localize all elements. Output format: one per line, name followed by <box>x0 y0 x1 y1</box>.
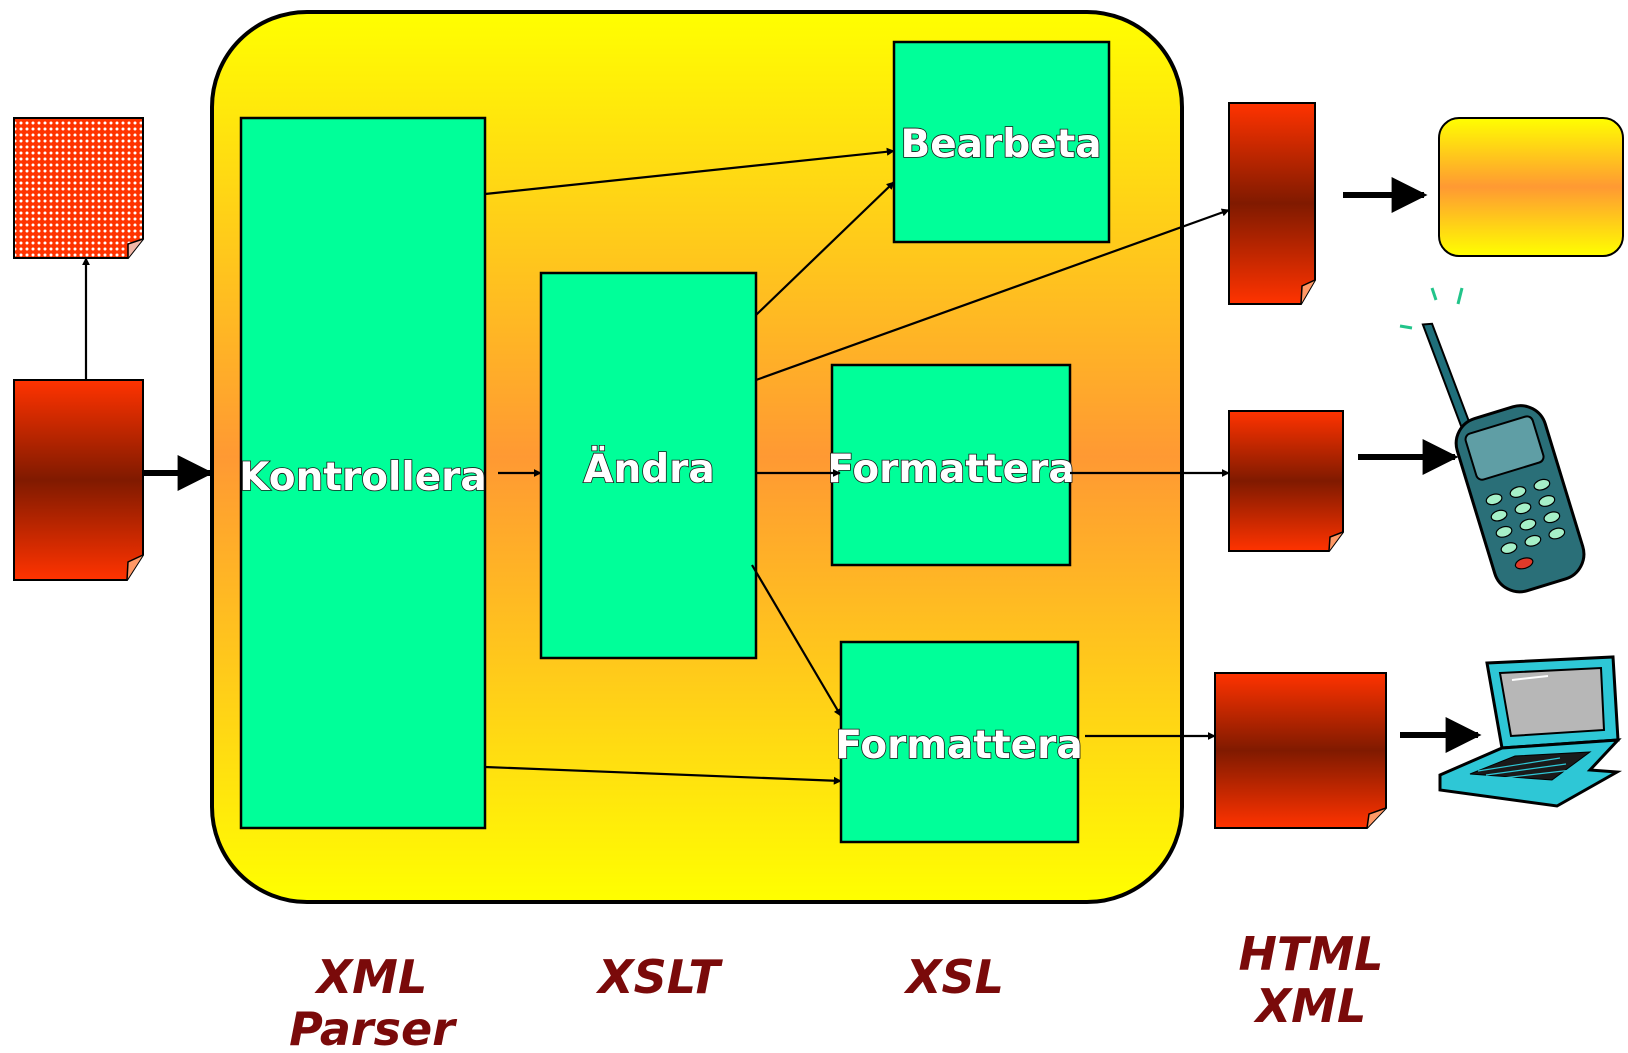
formattera-box-1: Formattera <box>827 363 1075 567</box>
bearbeta-label: Bearbeta <box>900 122 1101 167</box>
arrow-kontrollera-bearbeta <box>484 147 895 196</box>
thick-arrows <box>143 177 1482 753</box>
html-document-icon-middle <box>1228 410 1344 552</box>
html-document-icon-top <box>1228 102 1316 305</box>
bearbeta-box: Bearbeta <box>892 40 1111 244</box>
arrow-kontrollera-formattera <box>484 765 842 785</box>
formattera-box-2: Formattera <box>835 640 1083 844</box>
mobile-phone-icon <box>1421 322 1586 594</box>
phone-signal-icon <box>1399 287 1464 330</box>
dtd-document-icon <box>13 117 144 259</box>
flow-arrows <box>82 147 1230 785</box>
captions: XML Parser XSLT XSL HTML XML <box>289 927 1383 1053</box>
html-document-icon-bottom <box>1214 672 1387 829</box>
arrow-andra-bearbeta <box>755 181 895 316</box>
input-document-icon <box>13 379 144 581</box>
caption-output-line1: HTML <box>1239 927 1384 981</box>
andra-box: Ändra <box>539 271 758 660</box>
display-screen-icon <box>1438 117 1624 257</box>
caption-xslt: XSLT <box>595 950 723 1004</box>
arrow-andra-html-doc <box>755 208 1230 382</box>
caption-xml-parser-line1: XML <box>314 950 428 1004</box>
caption-output-line2: XML <box>1253 979 1367 1033</box>
andra-label: Ändra <box>583 445 714 492</box>
laptop-icon <box>1438 655 1623 808</box>
caption-xml-parser-line2: Parser <box>289 1002 458 1053</box>
caption-xsl: XSL <box>903 950 1004 1004</box>
kontrollera-box: Kontrollera <box>238 116 488 830</box>
formattera-label-2: Formattera <box>835 723 1082 768</box>
formattera-label-1: Formattera <box>827 447 1074 492</box>
arrow-andra-formattera-2 <box>751 564 842 717</box>
kontrollera-label: Kontrollera <box>239 455 487 500</box>
